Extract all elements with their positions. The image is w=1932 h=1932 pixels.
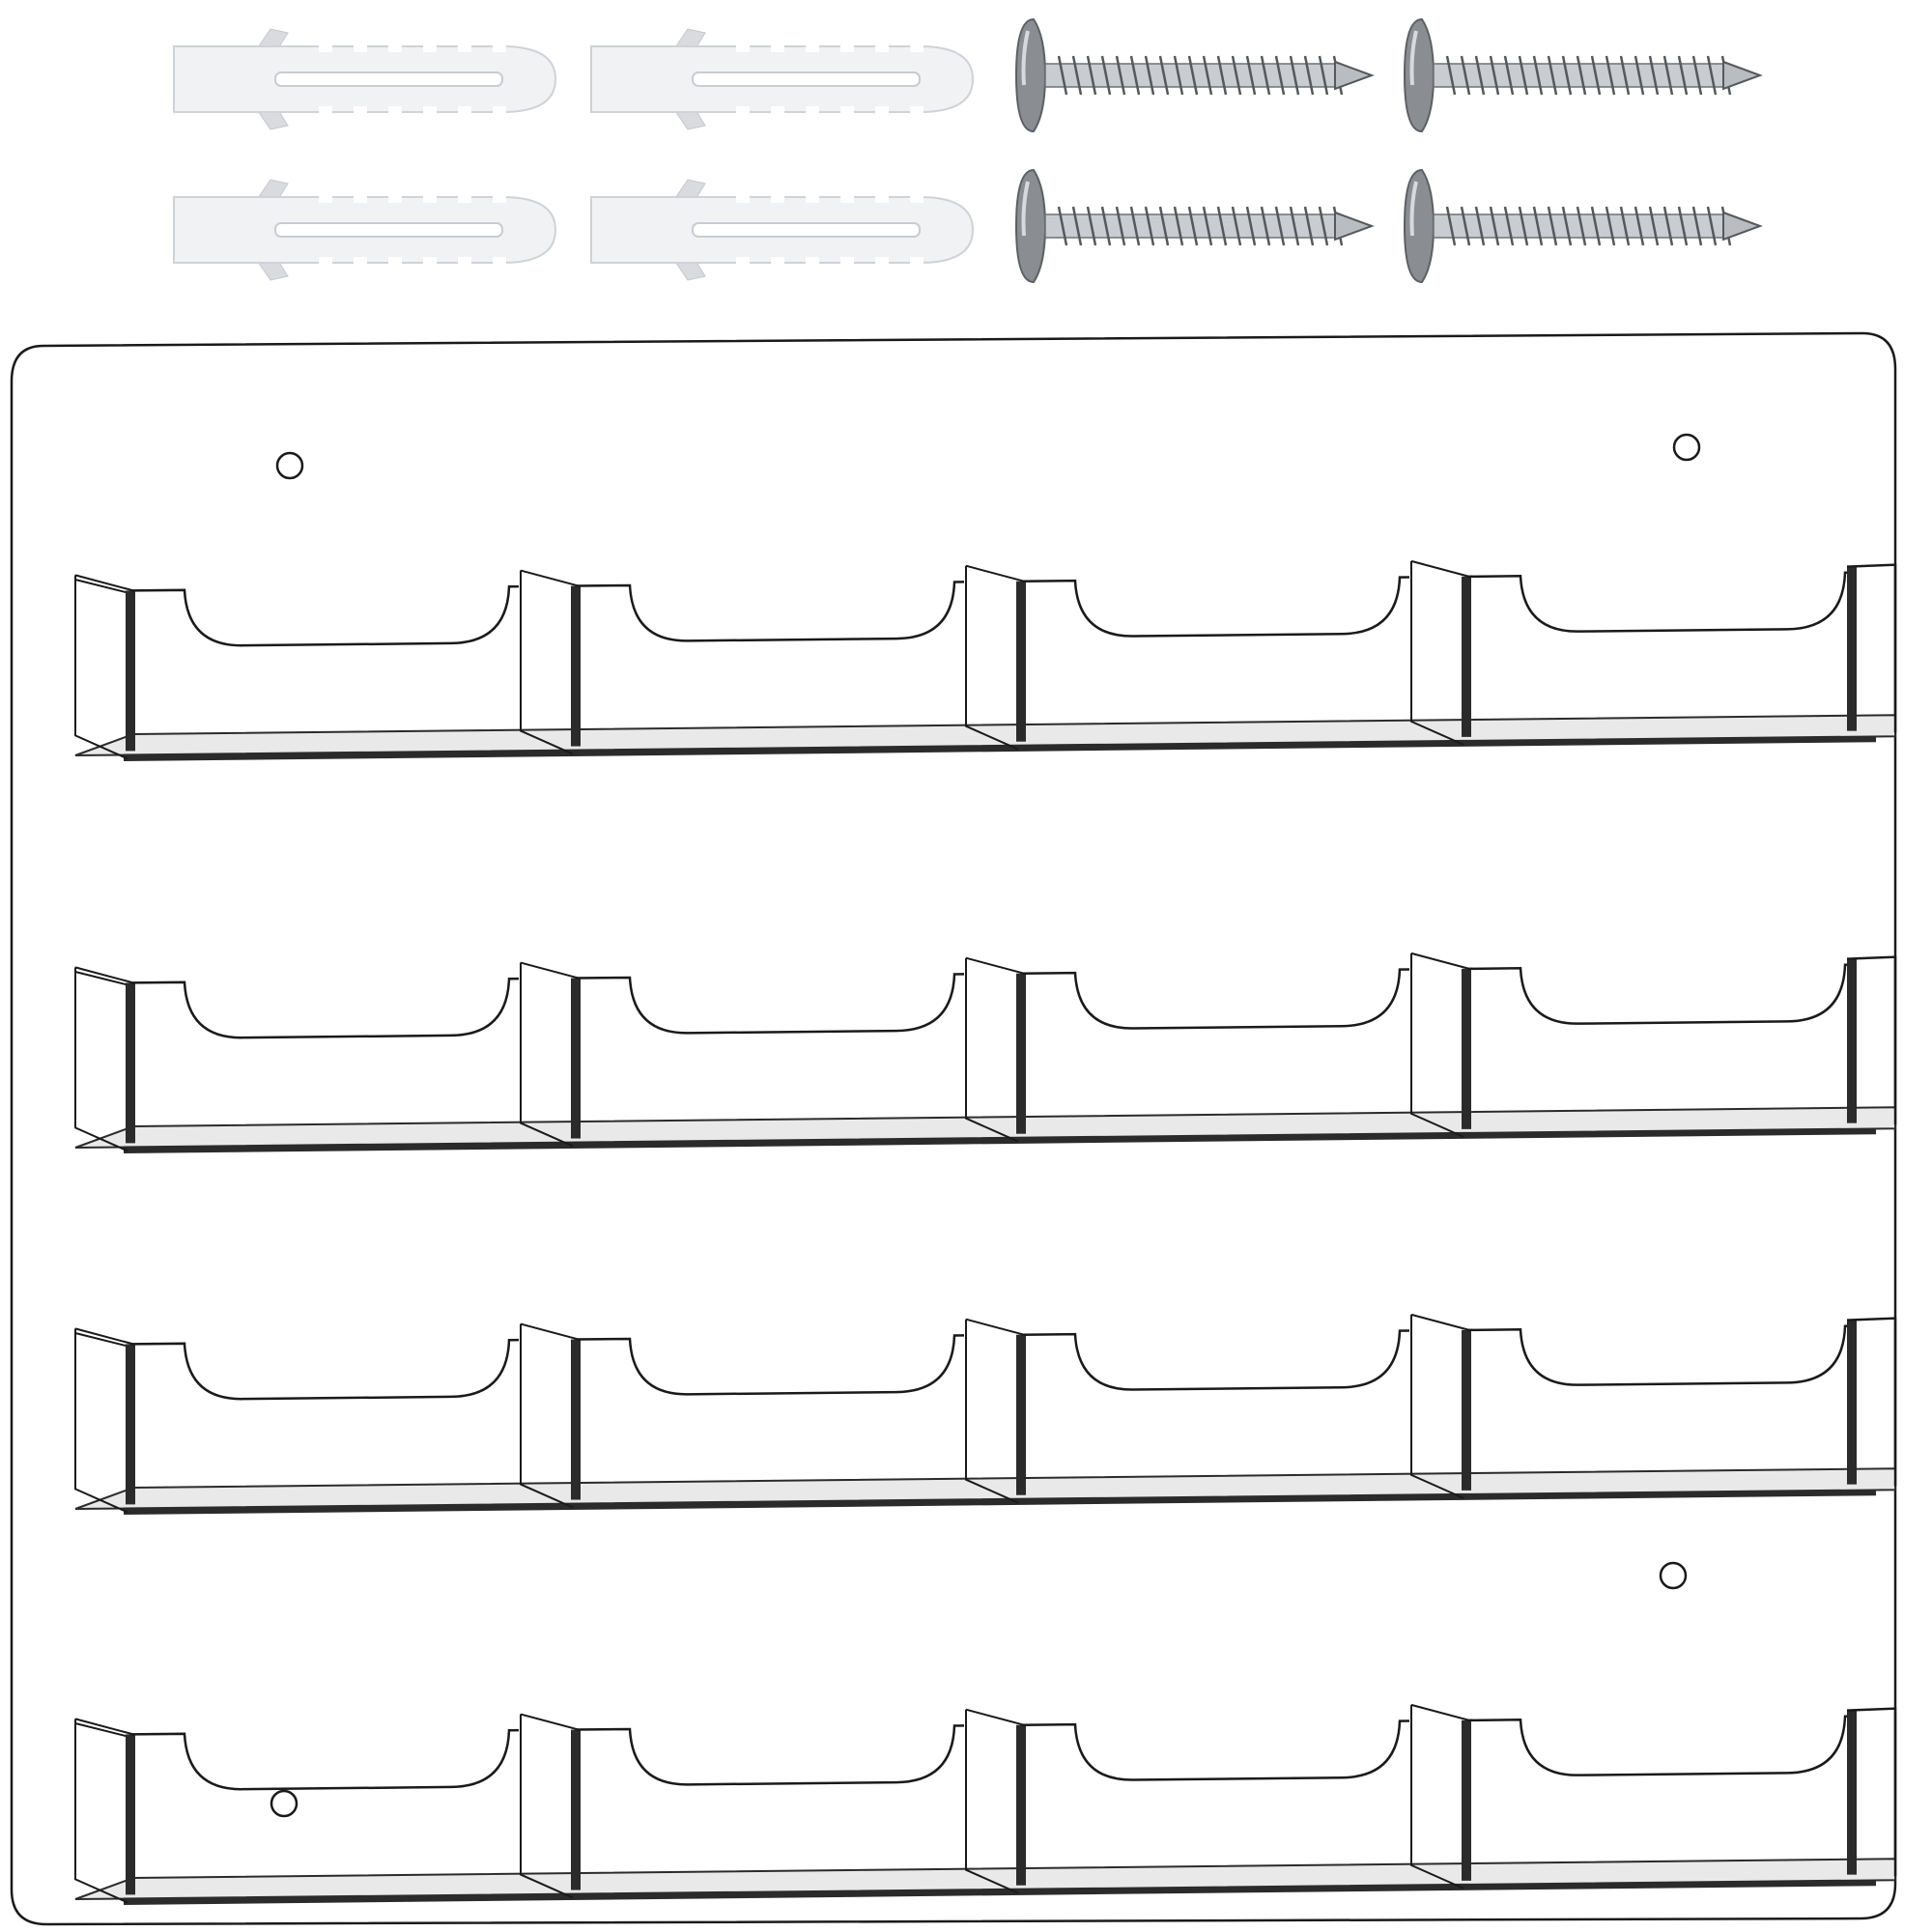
pocket — [576, 973, 965, 1035]
wall-anchor-icon — [173, 179, 557, 281]
pocket — [1021, 968, 1410, 1030]
pocket — [1466, 1324, 1856, 1386]
wall-anchor-icon — [590, 28, 975, 130]
mounting-hole-icon — [270, 1789, 298, 1818]
pocket-row — [74, 1703, 1897, 1905]
pocket — [130, 584, 520, 647]
screw-icon — [1403, 17, 1763, 133]
pocket — [576, 581, 965, 642]
wall-anchor-icon — [173, 28, 557, 130]
pocket — [1466, 963, 1856, 1025]
pocket — [1021, 576, 1410, 638]
pocket — [130, 1728, 520, 1791]
pocket — [1021, 1329, 1410, 1391]
screw-icon — [1403, 168, 1763, 284]
screw-icon — [1014, 168, 1375, 284]
pocket — [130, 977, 520, 1039]
hardware-kit — [173, 17, 1763, 284]
wall-anchor-icon — [590, 179, 975, 281]
pocket — [1466, 571, 1856, 633]
pocket — [1466, 1715, 1856, 1776]
pocket-row — [74, 952, 1897, 1153]
back-panel — [10, 331, 1897, 1926]
acrylic-card-holder — [10, 331, 1897, 1926]
pocket — [1021, 1719, 1410, 1781]
mounting-hole-icon — [1659, 1561, 1688, 1590]
screw-icon — [1014, 17, 1375, 133]
pocket — [576, 1334, 965, 1396]
pocket — [576, 1724, 965, 1786]
pocket-row — [74, 559, 1897, 761]
pocket — [130, 1338, 520, 1401]
mounting-hole-icon — [275, 451, 304, 480]
pocket-row — [74, 1313, 1897, 1515]
mounting-hole-icon — [1672, 433, 1701, 462]
